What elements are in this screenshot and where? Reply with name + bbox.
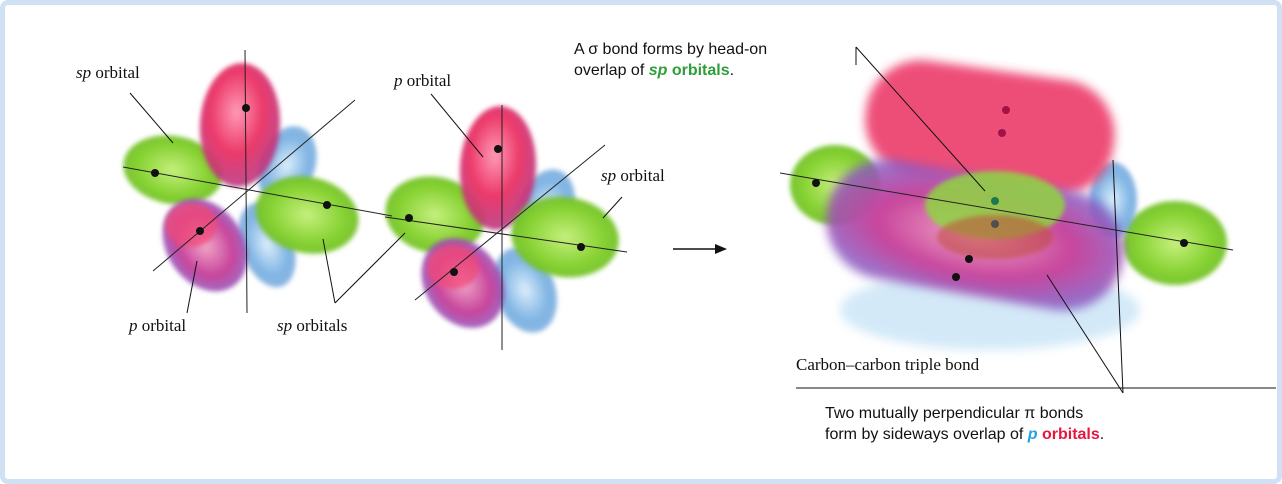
mid-sp-orbital-label: sp orbital: [601, 166, 665, 186]
sigma-bond-caption: A σ bond forms by head-on overlap of sp …: [574, 39, 767, 81]
dot: [1180, 239, 1188, 247]
pi-caption-line1: Two mutually perpendicular π bonds: [825, 403, 1104, 424]
dot: [151, 169, 159, 177]
triple-sp-lobe-right: [1123, 201, 1227, 285]
middle-carbon-orbitals: [378, 104, 624, 344]
dot: [494, 145, 502, 153]
sp-orbitals-label: sp orbitals: [277, 316, 347, 336]
dot: [998, 129, 1006, 137]
mid-p-red-lower-lobe: [427, 245, 479, 289]
dot: [1002, 106, 1010, 114]
dot: [991, 197, 999, 205]
dot: [952, 273, 960, 281]
dot: [196, 227, 204, 235]
dot: [242, 104, 250, 112]
leader-left-sp: [130, 93, 173, 143]
sigma-caption-line1: A σ bond forms by head-on: [574, 39, 767, 60]
triple-bond-orbitals: [790, 53, 1227, 350]
sigma-caption-line2: overlap of sp orbitals.: [574, 60, 767, 81]
dot: [405, 214, 413, 222]
dot: [965, 255, 973, 263]
pi-bond-caption: Two mutually perpendicular π bonds form …: [825, 403, 1104, 445]
left-p-orbital-label: p orbital: [129, 316, 186, 336]
dot: [450, 268, 458, 276]
dot: [577, 243, 585, 251]
pi-caption-line2: form by sideways overlap of p orbitals.: [825, 424, 1104, 445]
dot: [812, 179, 820, 187]
left-sp-orbital-label: sp orbital: [76, 63, 140, 83]
left-p-red-lower-lobe: [165, 203, 217, 247]
arrow-head: [715, 244, 727, 254]
mid-p-orbital-label: p orbital: [394, 71, 451, 91]
dot: [323, 201, 331, 209]
reaction-arrow: [673, 244, 727, 254]
dot: [991, 220, 999, 228]
triple-bond-label: Carbon–carbon triple bond: [796, 355, 979, 375]
leader-mid-sp: [603, 197, 622, 218]
